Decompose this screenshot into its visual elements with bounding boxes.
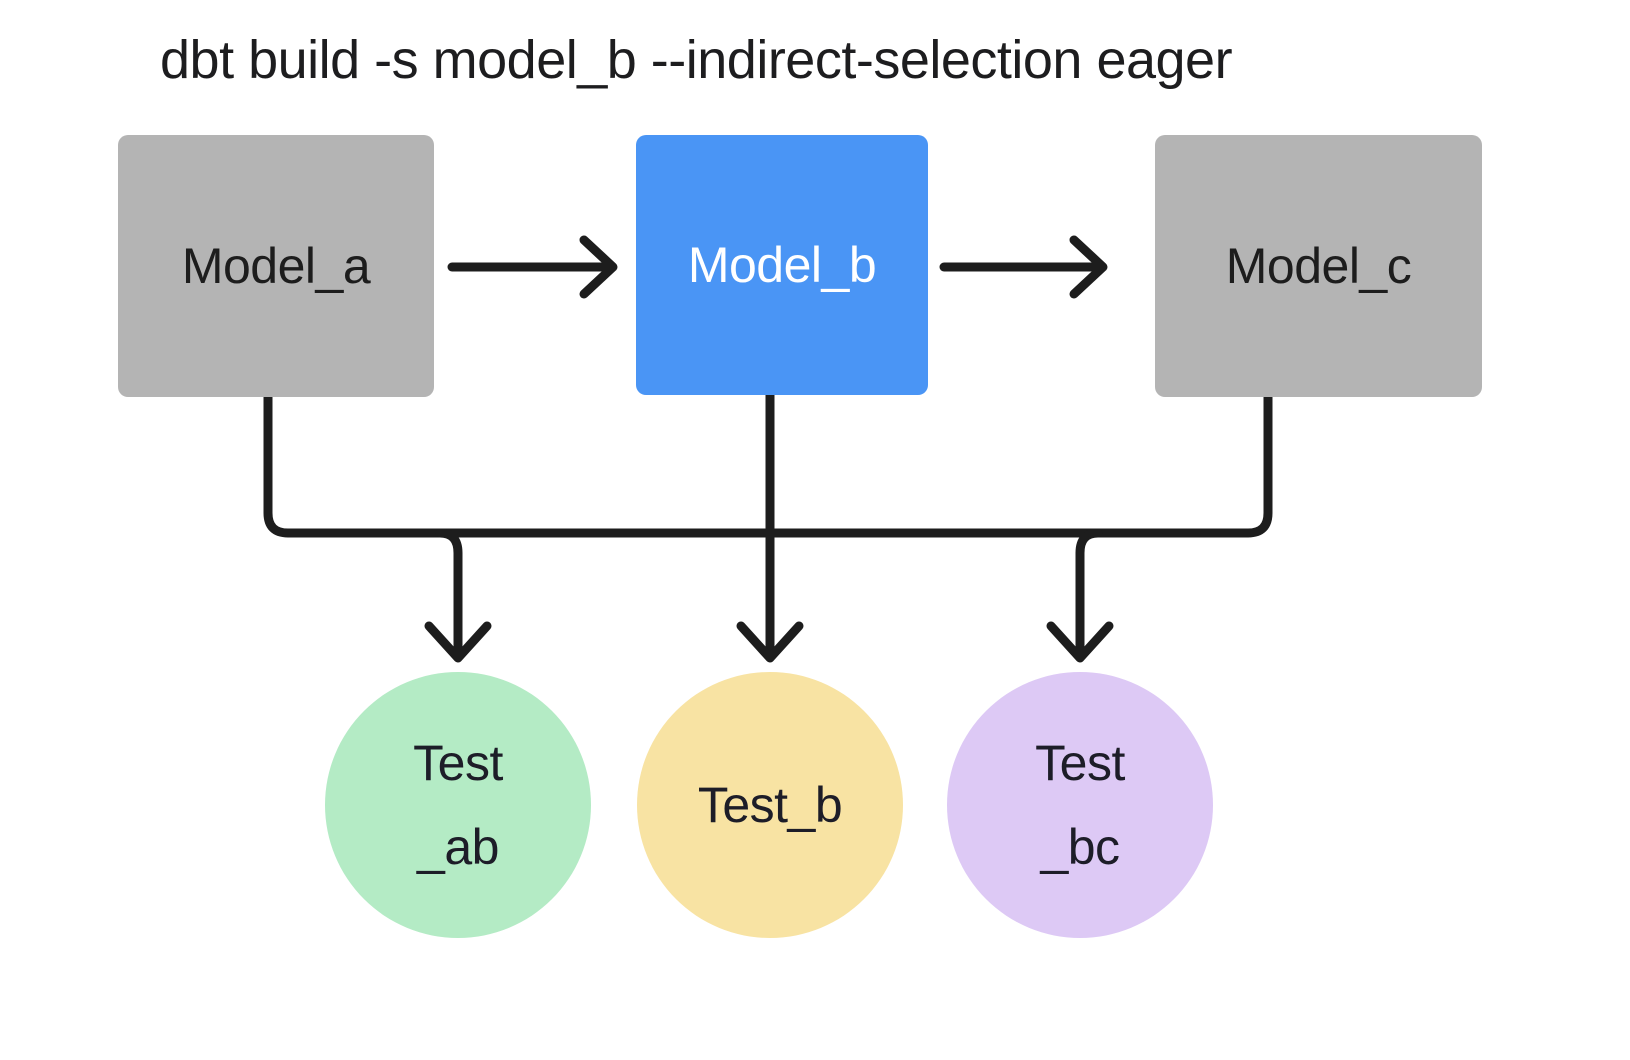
node-test-ab-label-line1: Test xyxy=(413,735,503,791)
edge-bus-to-test-ab-line xyxy=(435,528,463,658)
node-test-bc[interactable]: Test _bc xyxy=(947,672,1213,938)
node-model-a[interactable]: Model_a xyxy=(118,135,434,397)
edge-model-a-to-model-b-arrowhead xyxy=(579,235,618,299)
node-test-bc-label-line1: Test xyxy=(1035,735,1125,791)
node-model-b[interactable]: Model_b xyxy=(636,135,928,395)
node-model-c-label: Model_c xyxy=(1225,238,1412,294)
node-test-ab[interactable]: Test _ab xyxy=(325,672,591,938)
edge-bus-to-test-ab-arrowhead xyxy=(424,621,492,663)
edge-model-a-to-bus xyxy=(263,392,775,538)
edge-model-b-to-test-b-arrowhead xyxy=(736,621,804,663)
node-test-b-label-line1: Test_b xyxy=(697,777,843,833)
node-model-a-label: Model_a xyxy=(181,238,371,294)
node-test-ab-label-line2: _ab xyxy=(417,819,499,875)
node-model-c[interactable]: Model_c xyxy=(1155,135,1482,397)
page-title: dbt build -s model_b --indirect-selectio… xyxy=(160,30,1233,90)
node-test-b[interactable]: Test_b xyxy=(637,672,903,938)
edge-bus-to-test-bc-line xyxy=(1075,528,1103,658)
edge-model-b-to-model-c-arrowhead xyxy=(1069,235,1108,299)
node-model-b-label: Model_b xyxy=(687,237,877,293)
node-test-bc-label-line2: _bc xyxy=(1040,819,1120,875)
edge-bus-to-test-bc-arrowhead xyxy=(1046,621,1114,663)
edge-model-c-to-bus xyxy=(765,392,1273,538)
